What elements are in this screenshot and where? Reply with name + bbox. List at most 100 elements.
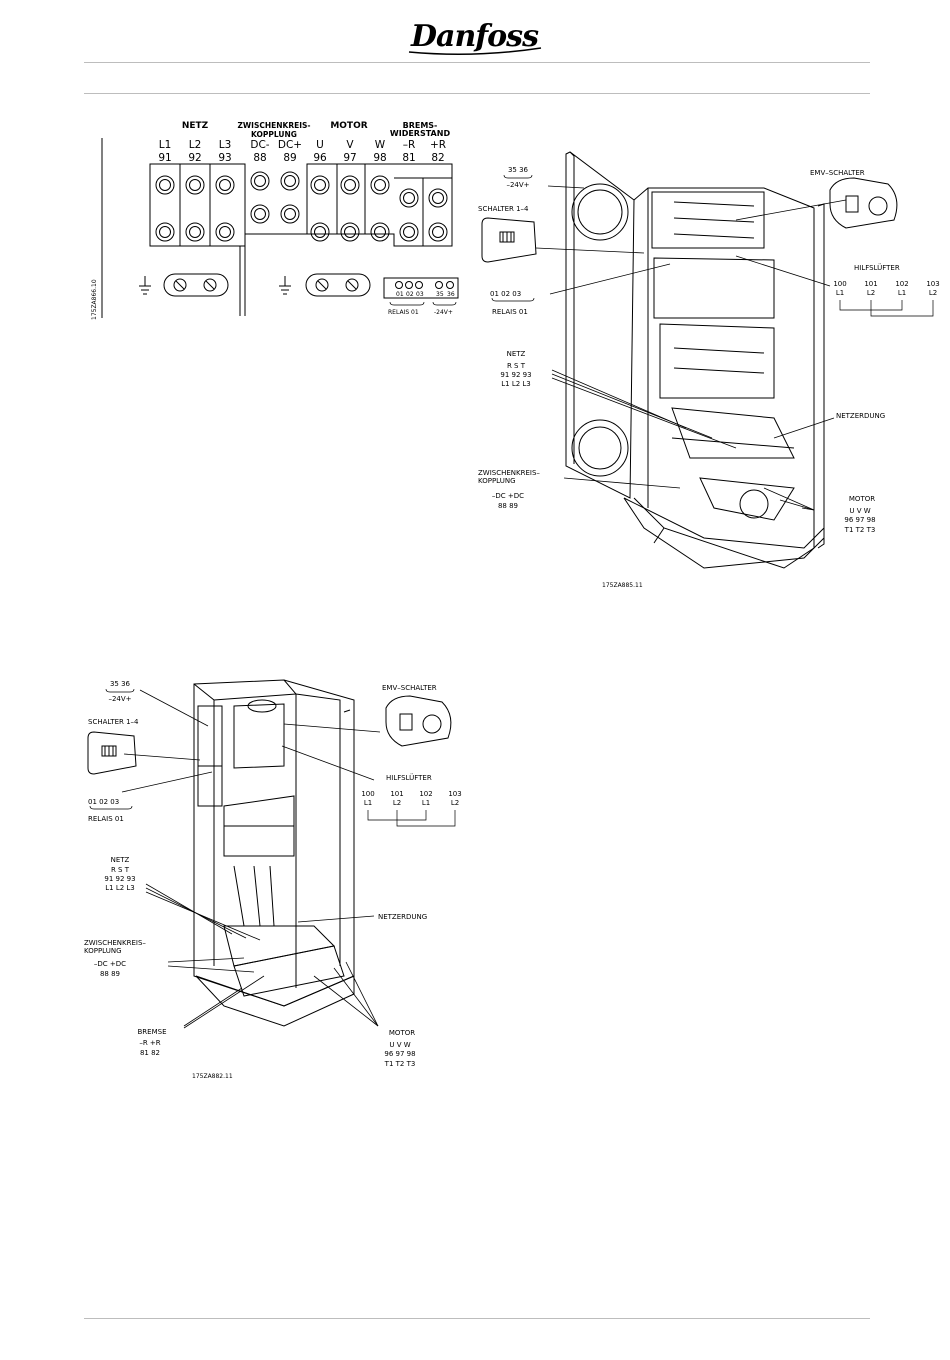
label-bremse-r: –R +R: [139, 1039, 160, 1047]
screw-bottom-6: [340, 222, 360, 242]
screw-top-5: [310, 175, 330, 195]
label-motor-nums-lower: 96 97 98: [384, 1050, 415, 1058]
footer-divider: [84, 1318, 870, 1319]
terminal-label-7: W: [375, 139, 386, 151]
drive-diagram-lower-code: 175ZA882.11: [192, 1073, 233, 1080]
terminal-label-8: –R: [403, 139, 416, 151]
earth-right: [279, 276, 291, 295]
hilfs-phase-1: L2: [393, 799, 401, 807]
terminal-label-2: L3: [219, 139, 232, 151]
label-netzerdung: NETZERDUNG: [836, 412, 885, 420]
label-zwischenkreis-lower: ZWISCHENKREIS–: [84, 939, 146, 947]
schalter-icon: [481, 217, 537, 263]
terminal-number-3: 88: [253, 152, 266, 164]
screw-bottom-0: [155, 222, 175, 242]
label-relais-lower: RELAIS 01: [88, 815, 124, 823]
drive-diagram-upper-code: 175ZA885.11: [602, 582, 643, 589]
label-motor-nums: 96 97 98: [844, 516, 875, 524]
hilfs-phase-2: L1: [422, 799, 430, 807]
screw-top-4: [280, 171, 300, 191]
danfoss-logo: Danfoss: [405, 12, 545, 60]
label-dc-lower: –DC +DC: [94, 960, 126, 968]
terminal-number-6: 97: [343, 152, 356, 164]
label-relay-nums: 01 02 03: [490, 290, 521, 298]
relay-screw-0: [395, 281, 403, 289]
relay-num-02: 02: [406, 291, 414, 298]
screw-top-6: [340, 175, 360, 195]
relay-screw-4: [446, 281, 454, 289]
hilfs-num-2: 102: [419, 790, 432, 798]
hilfs-phase-3: L2: [451, 799, 459, 807]
hilfs-phase-3: L2: [929, 289, 937, 297]
screw-bottom-3: [250, 204, 270, 224]
hilfs-num-1: 101: [390, 790, 403, 798]
emv-switch-icon: [829, 177, 898, 229]
terminal-number-7: 98: [373, 152, 386, 164]
screw-bottom-7: [370, 222, 390, 242]
terminal-diagram-code: 175ZA866.10: [91, 279, 98, 320]
label-schalter-lower: SCHALTER 1–4: [88, 718, 139, 726]
label-netz-rst-lower: R S T: [111, 866, 130, 874]
terminal-number-8: 81: [402, 152, 415, 164]
screw-bottom-9: [428, 222, 448, 242]
drive-diagram-upper: 35 36 –24V+ SCHALTER 1–4 01 02 03 RELAIS…: [478, 151, 940, 589]
hilfs-num-3: 103: [448, 790, 461, 798]
label-motor-uvw-lower: U V W: [389, 1041, 410, 1049]
cabinet-drawing-lower: [193, 679, 355, 1027]
terminal-screws: [155, 171, 448, 242]
relay-screw-3: [435, 281, 443, 289]
terminal-label-6: V: [346, 139, 354, 151]
label-hilfsluefter: HILFSLÜFTER: [854, 263, 900, 272]
terminal-label-9: +R: [430, 139, 446, 151]
terminal-label-4: DC+: [278, 139, 302, 151]
relay-num-35: 35: [436, 291, 444, 298]
screw-top-7: [370, 175, 390, 195]
label-motor: MOTOR: [849, 495, 875, 503]
relay-num-36: 36: [447, 291, 455, 298]
label-dc-nums-lower: 88 89: [100, 970, 120, 978]
hilfs-phase-0: L1: [836, 289, 844, 297]
relay-num-01: 01: [396, 291, 404, 298]
cabinet-drawing-upper: [565, 151, 825, 569]
label-dc: –DC +DC: [492, 492, 524, 500]
label-35-36-lower: 35 36: [110, 680, 131, 688]
relay-screw-2: [415, 281, 423, 289]
screw-bottom-8: [399, 222, 419, 242]
terminal-label-3: DC-: [250, 139, 269, 151]
label-motor-lower: MOTOR: [389, 1029, 415, 1037]
label-netz-rst: R S T: [507, 362, 526, 370]
terminal-diagram: NETZ ZWISCHENKREIS- KOPPLUNG MOTOR BREMS…: [91, 121, 459, 320]
label-bremse-nums: 81 82: [140, 1049, 160, 1057]
group-widerstand: WIDERSTAND: [390, 129, 451, 138]
schalter-icon-lower: [87, 731, 137, 775]
terminal-number-0: 91: [158, 152, 171, 164]
hilfs-phase-0: L1: [364, 799, 372, 807]
label-kopplung-lower: KOPPLUNG: [84, 947, 122, 955]
label-kopplung: KOPPLUNG: [478, 477, 516, 485]
group-kopplung: KOPPLUNG: [251, 130, 297, 139]
label-netz-l-lower: L1 L2 L3: [105, 884, 135, 892]
label-netzerdung-lower: NETZERDUNG: [378, 913, 427, 921]
hilfs-num-1: 101: [864, 280, 877, 288]
label-netz: NETZ: [507, 350, 526, 358]
label-hilfsluefter-lower: HILFSLÜFTER: [386, 773, 432, 782]
screw-bottom-4: [280, 204, 300, 224]
label-emv-schalter-lower: EMV–SCHALTER: [382, 684, 437, 692]
terminal-number-4: 89: [283, 152, 296, 164]
screw-top-8: [399, 188, 419, 208]
screw-top-3: [250, 171, 270, 191]
screw-top-9: [428, 188, 448, 208]
label-netz-l: L1 L2 L3: [501, 380, 531, 388]
terminal-number-9: 82: [431, 152, 444, 164]
hilfs-num-3: 103: [926, 280, 939, 288]
label-motor-t-lower: T1 T2 T3: [384, 1060, 416, 1068]
hilfs-num-0: 100: [361, 790, 374, 798]
label-netz-nums-lower: 91 92 93: [104, 875, 135, 883]
terminal-number-1: 92: [188, 152, 201, 164]
emv-switch-icon-lower: [385, 695, 452, 747]
label-35-36: 35 36: [508, 166, 529, 174]
relay-label: RELAIS 01: [388, 309, 419, 316]
